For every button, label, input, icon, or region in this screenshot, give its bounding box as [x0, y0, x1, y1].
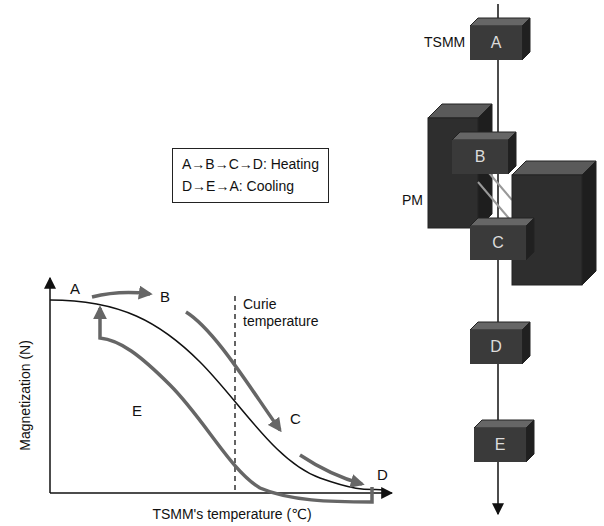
block-top	[470, 218, 534, 226]
block-side	[508, 132, 516, 174]
tsmm-block: A	[470, 26, 522, 60]
point-label: D	[377, 466, 388, 484]
block-top	[474, 420, 534, 428]
block-side	[526, 218, 534, 260]
point-label: C	[290, 410, 301, 428]
magnet-rod	[478, 182, 512, 222]
block-top	[452, 132, 516, 140]
node-text: B	[475, 148, 486, 166]
tsmm-block: B	[452, 140, 508, 174]
node-text: D	[490, 338, 502, 356]
part-name: TSMM	[424, 34, 465, 51]
heating-arrow	[186, 312, 280, 430]
axis-title: TSMM's temperature (℃)	[152, 506, 311, 523]
node-text: A→B→C→D: Heating	[182, 154, 319, 176]
block-side	[522, 18, 530, 60]
block-side	[522, 322, 530, 364]
legend-box: A→B→C→D: HeatingD→E→A: Cooling	[172, 148, 329, 203]
node-text: D→E→A: Cooling	[182, 176, 319, 198]
point-label: E	[132, 402, 142, 420]
cooling-path	[100, 308, 372, 502]
y-axis	[49, 278, 51, 493]
point-label: B	[160, 288, 170, 306]
node-text: E	[495, 436, 506, 454]
node-text: C	[492, 234, 504, 252]
x-axis	[50, 492, 392, 494]
tsmm-block: C	[470, 226, 526, 260]
curie-label: Curie temperature	[243, 296, 335, 330]
node-text: A	[491, 34, 502, 52]
tsmm-block: E	[474, 428, 526, 462]
point-label: A	[70, 280, 80, 298]
block-top	[470, 18, 530, 26]
heating-arrow	[92, 293, 150, 297]
axis-title: Magnetization (N)	[17, 340, 34, 451]
block-side	[526, 420, 534, 462]
block-top	[470, 322, 530, 330]
tsmm-block: D	[470, 330, 522, 364]
heating-arrow	[300, 455, 362, 484]
part-name: PM	[402, 192, 423, 209]
